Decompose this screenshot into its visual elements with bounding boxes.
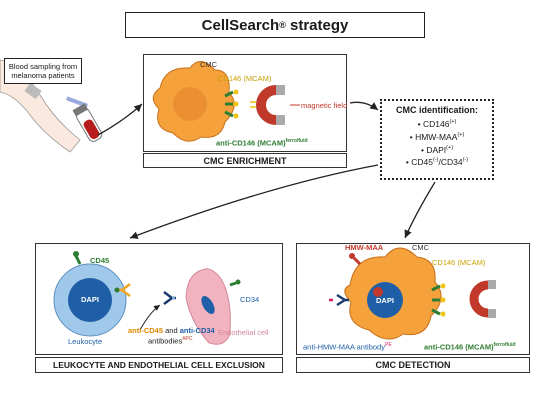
- anti-hmw-maa-label: anti-HMW-MAA antibodyPE: [303, 342, 392, 352]
- title-registered: ®: [279, 20, 286, 30]
- detection-panel: [296, 243, 530, 355]
- identification-heading: CMC identification:: [396, 105, 478, 115]
- magnetic-field-label: magnetic field: [301, 101, 348, 110]
- antibodies-word: antibodiesAPC: [148, 336, 193, 346]
- anti-cd34-text: anti-CD34: [179, 326, 215, 335]
- arrow-to-exclusion: [129, 164, 379, 239]
- detection-dapi-label: DAPI: [376, 296, 394, 305]
- endothelial-label: Endothelial cell: [218, 328, 269, 337]
- enrichment-anti-sup: ferrofluid: [285, 138, 308, 144]
- identification-box: CMC identification: • CD146(+) • HMW-MAA…: [380, 99, 494, 180]
- cd45-label: CD45: [90, 256, 110, 265]
- detection-cd146-label: CD146 (MCAM): [432, 258, 486, 267]
- enrichment-cd146-receptors: [224, 89, 239, 119]
- enrichment-panel: [143, 54, 347, 152]
- title-rest: strategy: [285, 16, 349, 34]
- detection-cd146-receptors: [431, 283, 446, 317]
- cd45-receptor: [73, 251, 82, 265]
- cd34-label: CD34: [240, 295, 260, 304]
- exclusion-panel: [35, 243, 283, 355]
- arrow-to-identification: [349, 101, 379, 111]
- diagram-title: CellSearch® strategy: [125, 12, 425, 38]
- hmw-maa-label: HMW-MAA: [345, 243, 384, 252]
- anti-cd45-antibody: [114, 283, 131, 297]
- detection-cmc-label: CMC: [412, 243, 430, 252]
- enrichment-cd146-label: CD146 (MCAM): [218, 74, 272, 83]
- leukocyte-dapi-label: DAPI: [81, 295, 99, 304]
- blood-line1: Blood sampling from: [8, 62, 78, 71]
- antibodies-label: anti-CD45 and anti-CD34: [128, 326, 215, 335]
- exclusion-label-bar: LEUKOCYTE AND ENDOTHELIAL CELL EXCLUSION: [35, 357, 283, 373]
- blood-sampling-box: Blood sampling from melanoma patients: [4, 58, 82, 84]
- anti-cd45-text: anti-CD45: [128, 326, 164, 335]
- anti-hmw-maa-antibody: [329, 293, 349, 307]
- endothelial-cell: [185, 268, 231, 345]
- detection-anti-cd146-label: anti-CD146 (MCAM)ferrofluid: [424, 342, 516, 352]
- leukocyte-cell: [53, 263, 127, 337]
- leukocyte-label: Leukocyte: [68, 337, 103, 346]
- anti-cd34-antibody: [163, 291, 176, 305]
- blood-tube-icon: [72, 103, 103, 142]
- identification-item-cd45-cd34: • CD45(-)/CD34(-): [405, 157, 469, 168]
- enrichment-anti-cd146-label: anti-CD146 (MCAM)ferrofluid: [216, 138, 308, 148]
- enrichment-cmc-label: CMC: [200, 60, 218, 69]
- title-main: CellSearch: [201, 16, 280, 34]
- identification-item-cd146: • CD146(+): [417, 118, 457, 129]
- enrichment-label-bar: CMC ENRICHMENT: [143, 153, 347, 168]
- cd34-receptor: [229, 279, 241, 287]
- arrow-to-enrichment: [97, 103, 143, 136]
- identification-item-hmw-maa: • HMW-MAA(+): [409, 131, 465, 142]
- magnet-icon: [250, 85, 285, 125]
- detection-label-bar: CMC DETECTION: [296, 357, 530, 373]
- enrichment-cmc-cell: [152, 61, 235, 142]
- blood-line2: melanoma patients: [11, 71, 75, 80]
- detection-magnet-icon: [469, 280, 496, 318]
- arrow-to-detection: [404, 181, 436, 239]
- hmw-maa-receptor: [349, 253, 362, 266]
- detection-cmc-cell: [344, 247, 442, 340]
- enrichment-anti-text: anti-CD146 (MCAM): [216, 138, 286, 148]
- identification-item-dapi: • DAPI(+): [420, 144, 454, 155]
